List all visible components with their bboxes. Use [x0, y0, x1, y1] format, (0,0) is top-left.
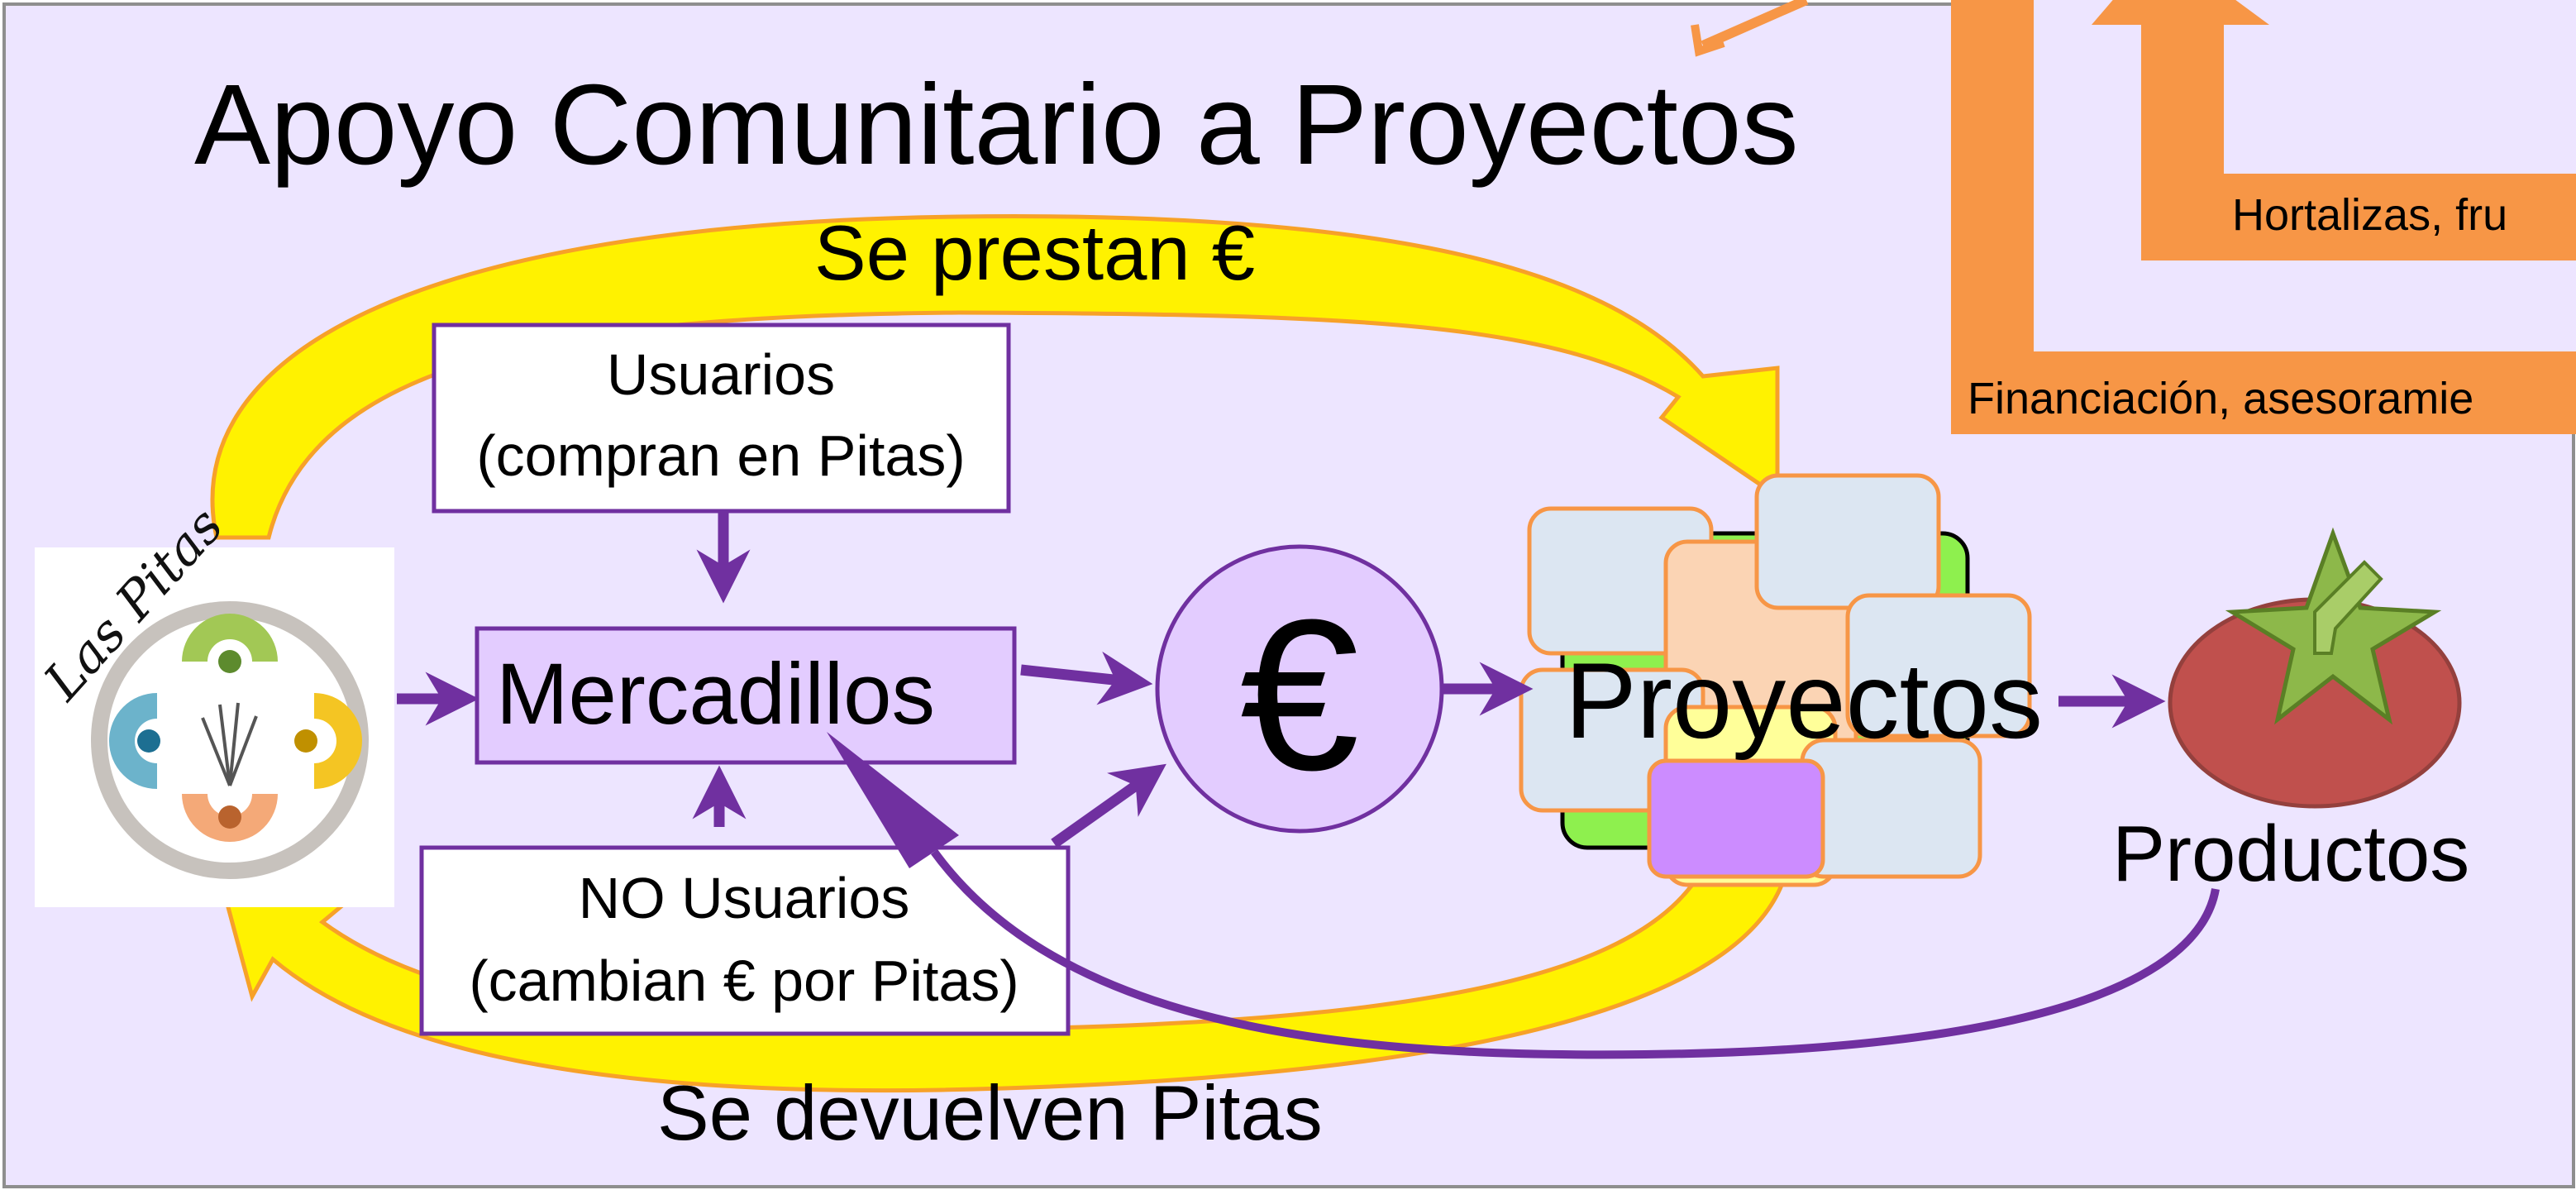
side-panel-upper-label: Hortalizas, fru	[2232, 190, 2507, 240]
markets-label: Mercadillos	[496, 646, 935, 743]
page-title: Apoyo Comunitario a Proyectos	[194, 61, 1799, 189]
products-to-markets-arrow	[930, 849, 2220, 1059]
tomato-icon	[2168, 527, 2462, 809]
users-box-line2: (compran en Pitas)	[476, 423, 965, 488]
orange-arrow-stub	[1701, 0, 1809, 50]
euro-symbol: €	[1240, 576, 1360, 815]
project-tiles: Proyectos	[1519, 473, 2043, 887]
orange-side-panel: Hortalizas, fru Financiación, asesoramie	[1691, 0, 2576, 434]
users-box-line1: Usuarios	[607, 342, 835, 407]
return-pitas-label: Se devuelven Pitas	[657, 1069, 1323, 1156]
non-users-box: NO Usuarios (cambian € por Pitas)	[419, 845, 1071, 1036]
non-users-box-line2: (cambian € por Pitas)	[469, 949, 1018, 1013]
non-users-box-line1: NO Usuarios	[579, 866, 910, 930]
flow-arrows	[397, 511, 2220, 1059]
las-pitas-logo: Las Pitas	[31, 495, 394, 907]
side-panel-lower-label: Financiación, asesoramie	[1968, 374, 2473, 423]
euro-circle: €	[1155, 544, 1444, 834]
users-box: Usuarios (compran en Pitas)	[432, 323, 1011, 514]
lend-euros-label: Se prestan €	[814, 209, 1255, 296]
products-to-markets-arrowhead	[827, 732, 959, 868]
markets-to-euro-arrow	[1020, 651, 1153, 705]
products-label: Productos	[2112, 810, 2469, 898]
projects-label: Proyectos	[1565, 640, 2043, 761]
nonusers-to-euro-arrow	[1051, 763, 1166, 848]
markets-box: Mercadillos	[475, 626, 1017, 765]
